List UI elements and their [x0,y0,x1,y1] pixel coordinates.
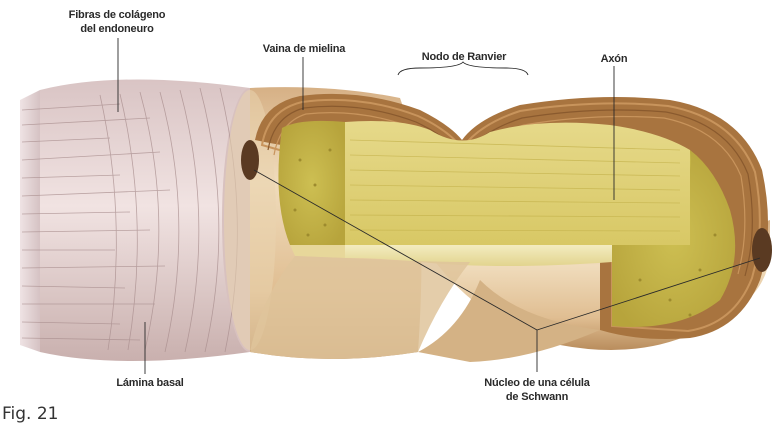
label-collagen-fibers-line2: del endoneuro [52,22,182,36]
label-axon: Axón [594,52,634,66]
label-basal-lamina: Lámina basal [110,376,190,390]
label-node-of-ranvier: Nodo de Ranvier [412,50,516,64]
label-myelin-sheath: Vaina de mielina [254,42,354,56]
figure-caption: Fig. 21 [2,404,59,424]
axon-cross-section-left [278,121,345,245]
label-schwann-nucleus: Núcleo de una célula de Schwann [470,376,604,404]
axon-longitudinal [345,121,690,245]
label-collagen-fibers-line1: Fibras de colágeno [52,8,182,22]
label-schwann-nucleus-line2: de Schwann [470,390,604,404]
label-collagen-fibers: Fibras de colágeno del endoneuro [52,8,182,36]
label-schwann-nucleus-line1: Núcleo de una célula [470,376,604,390]
